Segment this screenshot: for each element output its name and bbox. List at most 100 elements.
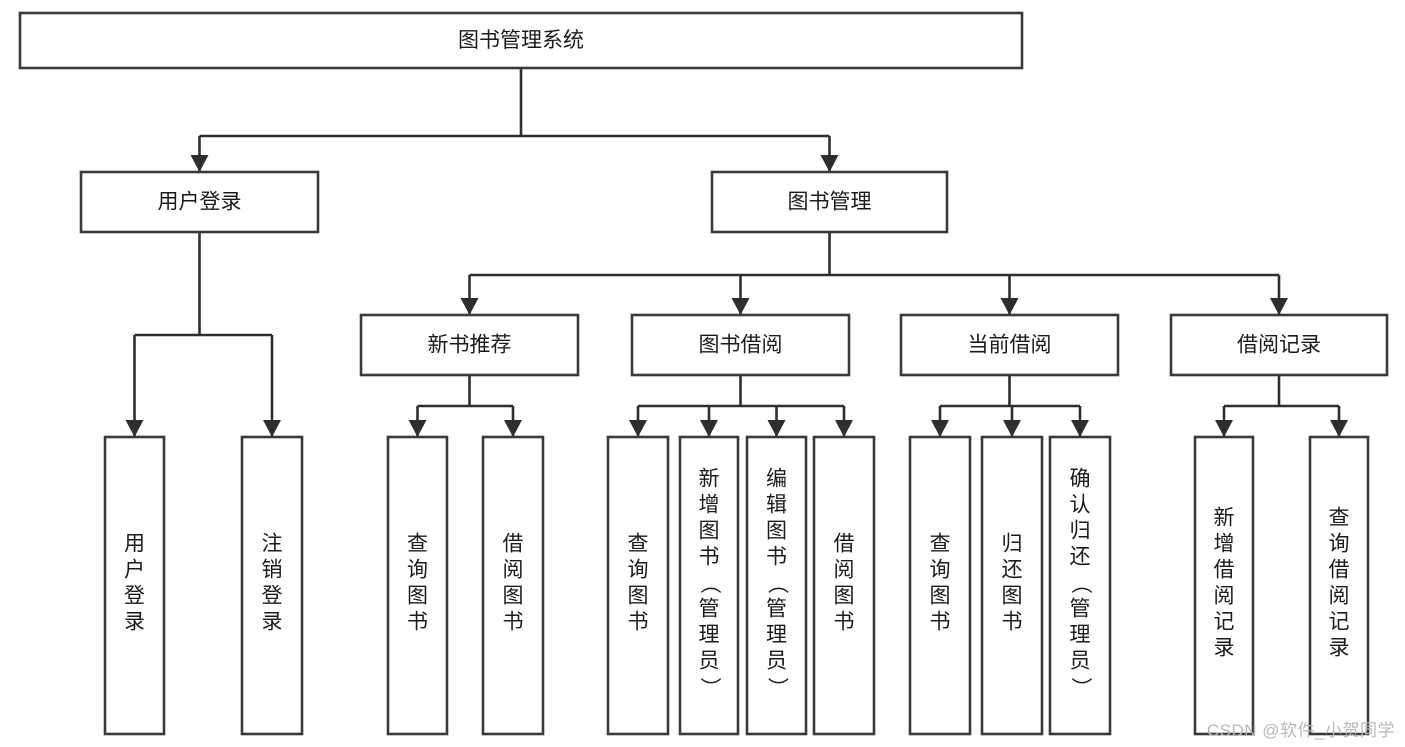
node-box — [1193, 435, 1255, 736]
arrow-head-icon — [460, 298, 479, 315]
arrow-head-icon — [190, 155, 209, 172]
svg-text:增: 增 — [1214, 533, 1235, 556]
node-level3-图书借阅[interactable]: 图书借阅 — [630, 313, 851, 377]
svg-text:记: 记 — [1329, 611, 1350, 634]
arrow-head-icon — [504, 420, 522, 437]
arrow-head-icon — [1330, 420, 1348, 437]
arrow-head-icon — [731, 298, 750, 315]
svg-text:询: 询 — [1329, 533, 1350, 556]
svg-text:查: 查 — [628, 533, 649, 556]
arrow-head-icon — [931, 420, 949, 437]
node-box — [240, 435, 304, 736]
svg-text:借: 借 — [503, 533, 524, 556]
node-level2-图书管理[interactable]: 图书管理 — [710, 170, 949, 234]
svg-text:书: 书 — [766, 546, 787, 569]
node-box — [606, 435, 670, 736]
svg-text:员: 员 — [699, 650, 720, 673]
node-box — [103, 435, 166, 736]
node-box — [386, 435, 449, 736]
arrow-head-icon — [1000, 298, 1019, 315]
node-box — [630, 313, 851, 377]
arrow-head-icon — [125, 420, 144, 437]
svg-text:录: 录 — [262, 611, 283, 634]
svg-text:询: 询 — [628, 559, 649, 582]
svg-text:归: 归 — [1070, 520, 1091, 543]
node-box — [745, 435, 808, 736]
node-label: 当前借阅 — [968, 334, 1052, 357]
svg-text:录: 录 — [124, 611, 145, 634]
svg-text:新: 新 — [699, 468, 720, 491]
svg-text:理: 理 — [766, 624, 787, 647]
node-level3-新书推荐[interactable]: 新书推荐 — [359, 313, 580, 377]
svg-text:图: 图 — [766, 520, 787, 543]
node-leaf-用户登录[interactable]: 用户登录 — [103, 435, 166, 736]
svg-text:询: 询 — [930, 559, 951, 582]
arrow-head-icon — [408, 420, 427, 437]
node-box — [359, 313, 580, 377]
svg-text:询: 询 — [407, 559, 428, 582]
svg-text:理: 理 — [1070, 624, 1091, 647]
watermark-text: CSDN @软件_小贺同学 — [1206, 721, 1395, 740]
svg-text:图: 图 — [699, 520, 720, 543]
svg-text:借: 借 — [1214, 559, 1235, 582]
svg-text:查: 查 — [407, 533, 428, 556]
svg-text:书: 书 — [930, 611, 951, 634]
svg-text:员: 员 — [1070, 650, 1091, 673]
svg-text:）: ） — [766, 677, 789, 698]
node-box — [980, 435, 1044, 736]
svg-text:书: 书 — [1002, 611, 1023, 634]
node-box — [908, 435, 972, 736]
svg-text:登: 登 — [262, 585, 283, 608]
svg-text:辑: 辑 — [766, 494, 787, 517]
svg-text:录: 录 — [1214, 637, 1235, 660]
node-box — [812, 435, 876, 736]
arrow-head-icon — [629, 420, 647, 437]
svg-text:借: 借 — [1329, 559, 1350, 582]
arrow-head-icon — [1215, 420, 1233, 437]
node-label: 用户登录 — [158, 191, 242, 214]
node-level3-当前借阅[interactable]: 当前借阅 — [899, 313, 1120, 377]
node-box — [678, 435, 740, 736]
svg-text:理: 理 — [699, 624, 720, 647]
svg-text:管: 管 — [1070, 598, 1091, 621]
node-box — [481, 435, 545, 736]
node-label: 图书管理 — [788, 191, 872, 214]
node-label-vertical: 用户登录 — [124, 533, 145, 634]
svg-text:书: 书 — [503, 611, 524, 634]
connector-edges — [125, 68, 1348, 437]
node-box — [710, 170, 949, 234]
node-level3-借阅记录[interactable]: 借阅记录 — [1169, 313, 1389, 377]
svg-text:查: 查 — [930, 533, 951, 556]
node-level2-用户登录[interactable]: 用户登录 — [79, 170, 320, 234]
node-label: 图书管理系统 — [458, 29, 584, 52]
svg-text:确: 确 — [1070, 468, 1091, 491]
svg-text:）: ） — [1069, 677, 1092, 698]
diagram-nodes: 图书管理系统用户登录图书管理新书推荐图书借阅当前借阅借阅记录用户登录注销登录查询… — [18, 11, 1389, 736]
svg-text:图: 图 — [407, 585, 428, 608]
svg-text:新: 新 — [1214, 507, 1235, 530]
node-root-图书管理系统[interactable]: 图书管理系统 — [18, 11, 1024, 70]
svg-text:管: 管 — [699, 598, 720, 621]
svg-text:增: 增 — [699, 494, 720, 517]
